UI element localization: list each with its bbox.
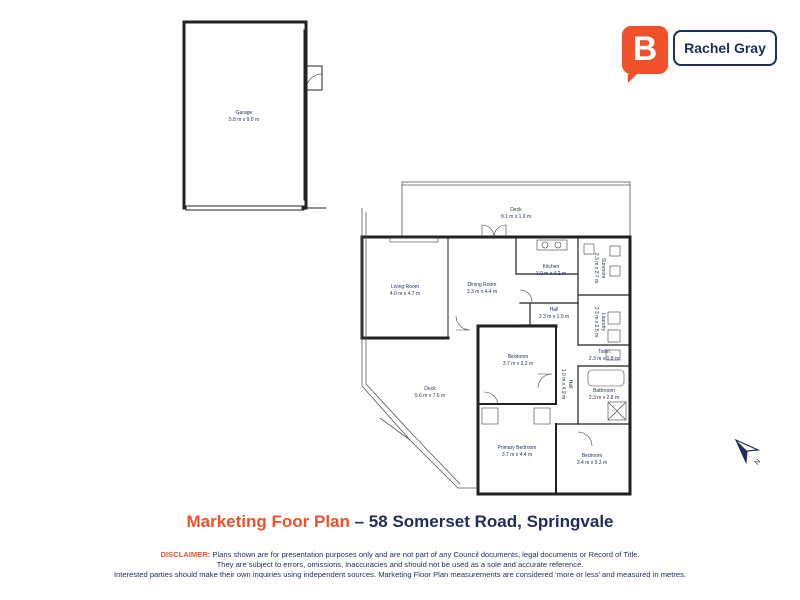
- bathroom-dims: 2.3 m x 2.8 m: [589, 395, 619, 401]
- plan-title-accent: Marketing Foor Plan: [186, 512, 350, 531]
- toilet-label: Toilet: [598, 349, 610, 355]
- deck-side-label: Deck: [424, 386, 436, 392]
- laundry-label: Laundry: [600, 313, 606, 332]
- doors: [455, 224, 593, 447]
- primary-bedroom-label: Primary Bedroom: [498, 445, 537, 451]
- bathroom-label: Bathroom: [593, 388, 615, 394]
- disclaimer-line-1: Plans shown are for presentation purpose…: [210, 550, 640, 559]
- hall-dims: 2.3 m x 1.0 m: [539, 314, 569, 320]
- garage: [182, 20, 327, 211]
- kitchen-label: Kitchen: [543, 264, 560, 270]
- garage-label: Garage: [236, 110, 253, 116]
- hall-label: Hall: [550, 307, 559, 313]
- bedroom-1-label: Bedroom: [508, 354, 528, 360]
- deck-top-dims: 9.1 m x 1.9 m: [501, 214, 531, 220]
- side-deck: [361, 208, 478, 489]
- hall-long-dims: 1.0 m x 4.9 m: [560, 369, 566, 399]
- bedroom-2-dims: 3.4 m x 3.3 m: [577, 460, 607, 466]
- disclaimer-label: DISCLAIMER:: [160, 550, 211, 559]
- plan-title-address: – 58 Somerset Road, Springvale: [349, 512, 614, 531]
- living-room-dims: 4.0 m x 4.7 m: [390, 291, 420, 297]
- primary-bedroom-dims: 3.7 m x 4.4 m: [502, 452, 532, 458]
- north-label: N: [754, 458, 763, 466]
- bedroom-2-label: Bedroom: [582, 453, 602, 459]
- fixtures: [389, 237, 627, 425]
- room-labels: Garage 5.8 m x 9.0 m Deck 9.1 m x 1.9 m …: [229, 110, 619, 466]
- disclaimer: DISCLAIMER: Plans shown are for presenta…: [40, 550, 760, 580]
- living-room-label: Living Room: [391, 284, 419, 290]
- house-walls: [360, 235, 632, 496]
- dining-room-label: Dining Room: [468, 282, 497, 288]
- north-arrow-icon: N: [734, 438, 763, 467]
- laundry-dims: 2.3 m x 2.5 m: [593, 307, 599, 337]
- brand-badge-letter: B: [632, 30, 658, 68]
- disclaimer-line-2: They are subject to errors, omissions, i…: [216, 560, 584, 569]
- brand-logo: B Rachel Gray: [622, 24, 782, 83]
- bedroom-1-dims: 3.7 m x 3.2 m: [503, 361, 533, 367]
- brand-badge-icon: B: [622, 26, 668, 83]
- sunroom-dims: 2.3 m x 2.7 m: [593, 253, 599, 283]
- toilet-dims: 2.3 m x 0.8 m: [589, 356, 619, 362]
- hall-long-label: Hall: [567, 380, 573, 389]
- deck-top-label: Deck: [510, 207, 522, 213]
- brand-name: Rachel Gray: [673, 30, 777, 66]
- deck-side-dims: 5.6 m x 7.6 m: [415, 393, 445, 399]
- garage-dims: 5.8 m x 9.0 m: [229, 117, 259, 123]
- plan-title: Marketing Foor Plan – 58 Somerset Road, …: [0, 512, 800, 532]
- dining-room-dims: 3.3 m x 4.4 m: [467, 289, 497, 295]
- kitchen-dims: 3.0 m x 4.2 m: [536, 271, 566, 277]
- disclaimer-line-3: Interested parties should make their own…: [113, 570, 687, 579]
- sunroom-label: Sunroom: [600, 258, 606, 278]
